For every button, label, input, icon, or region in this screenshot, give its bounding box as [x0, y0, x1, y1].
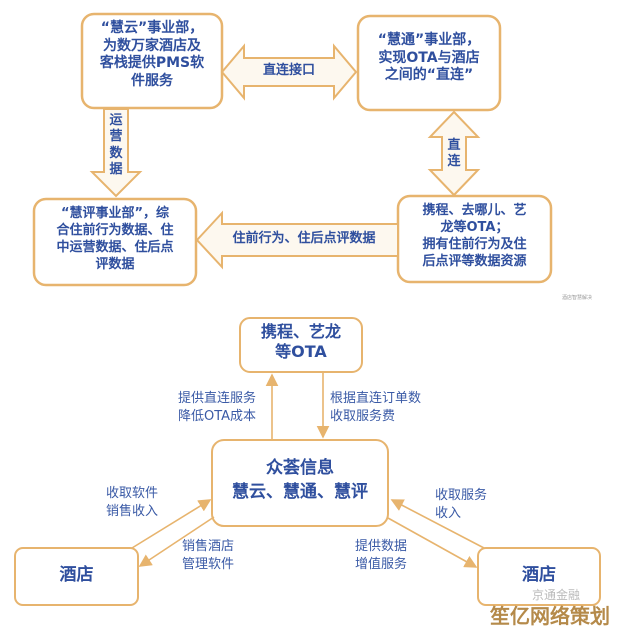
line: 收取服务	[435, 488, 488, 503]
watermark: 笙亿网络策划	[490, 604, 610, 628]
label-provide-direct: 提供直连服务降低OTA成本	[178, 390, 256, 425]
line: 提供直连服务	[178, 391, 257, 406]
direct-interface-label: 直连接口	[262, 63, 315, 78]
line: 提供数据	[355, 539, 408, 554]
double-arrow-horizontal	[220, 43, 358, 101]
box-huiyun	[80, 12, 224, 110]
label-service-fee: 根据直连订单数收取服务费	[330, 390, 421, 425]
line: 客栈提供PMS软	[99, 55, 205, 71]
line: 等OTA	[275, 342, 327, 361]
line: 为数万家酒店及	[103, 37, 201, 54]
line: 合住前行为数据、住	[56, 222, 174, 238]
ota-top-text: 携程、去哪儿、艺龙等OTA；拥有住前行为及住后点评等数据资源	[398, 203, 551, 271]
hotel-left-text: 酒店	[59, 565, 94, 585]
line: 之间的“直连”	[384, 67, 474, 83]
huitong-text: “慧通”事业部，实现OTA与酒店之间的“直连”	[358, 32, 500, 85]
line: 数	[109, 145, 123, 161]
line: 收入	[435, 505, 462, 521]
ota-bottom-text: 携程、艺龙等OTA	[240, 322, 362, 362]
line: 直	[447, 138, 461, 153]
box-center	[211, 439, 389, 527]
line: “慧通”事业部，	[377, 32, 481, 48]
double-arrow-vertical	[427, 110, 481, 197]
line: 携程、去哪儿、艺	[422, 203, 527, 218]
box-huiping	[32, 197, 198, 287]
line: 后点评等数据资源	[422, 253, 527, 269]
line: 管理软件	[182, 556, 235, 572]
line: 销售酒店	[182, 539, 235, 554]
box-hotel-right	[477, 547, 601, 606]
line: 实现OTA与酒店	[378, 49, 480, 66]
line: 件服务	[131, 72, 173, 89]
line: 增值服务	[355, 556, 408, 572]
label-data-service: 提供数据增值服务	[355, 538, 407, 573]
box-ota-bottom	[239, 317, 363, 373]
box-huitong	[356, 14, 502, 112]
line: 携程、艺龙	[260, 322, 341, 341]
huiping-text: “慧评事业部”，综合住前行为数据、住中运营数据、住后点评数据	[34, 206, 196, 274]
direct-label: 直连	[442, 138, 466, 171]
ops-data-label: 运营数据	[104, 113, 128, 178]
line: 众荟信息	[266, 458, 334, 478]
review-data-label: 住前行为、住后点评数据	[232, 231, 376, 246]
arrow-center-to-left-hotel	[138, 516, 215, 567]
down-arrow	[89, 108, 143, 198]
line: 连	[447, 154, 461, 170]
huiyun-text: “慧云”事业部，为数万家酒店及客栈提供PMS软件服务	[82, 20, 222, 90]
line: 运	[109, 113, 123, 128]
label-software-income: 收取软件销售收入	[106, 485, 158, 520]
line: 根据直连订单数	[330, 391, 422, 406]
arrow-left-hotel-to-center	[131, 499, 212, 549]
line: 拥有住前行为及住	[422, 236, 527, 252]
watermark-sub: 京通金融	[532, 588, 581, 602]
arrow-right-hotel-to-center	[390, 499, 485, 549]
line: “慧评事业部”，综	[60, 206, 170, 221]
hotel-right-text: 酒店	[522, 565, 556, 585]
box-hotel-left	[14, 547, 139, 606]
line: 评数据	[95, 256, 135, 272]
line: 慧云、慧通、慧评	[232, 481, 368, 502]
line: 降低OTA成本	[178, 408, 257, 424]
line: “慧云”事业部，	[100, 20, 204, 36]
line: 收取服务费	[330, 408, 396, 424]
line: 中运营数据、住后点	[56, 239, 174, 255]
label-sell-software: 销售酒店管理软件	[182, 538, 234, 573]
line: 龙等OTA；	[440, 219, 509, 235]
line: 据	[109, 161, 123, 177]
line: 收取软件	[106, 486, 159, 501]
left-arrow	[195, 210, 399, 270]
arrow-center-to-right-hotel	[387, 517, 478, 568]
line: 营	[109, 129, 123, 145]
caption: 酒店智慧解决	[562, 295, 593, 301]
center-text: 众荟信息慧云、慧通、慧评	[212, 457, 388, 505]
line: 销售收入	[106, 503, 159, 519]
label-service-income: 收取服务收入	[435, 487, 487, 522]
